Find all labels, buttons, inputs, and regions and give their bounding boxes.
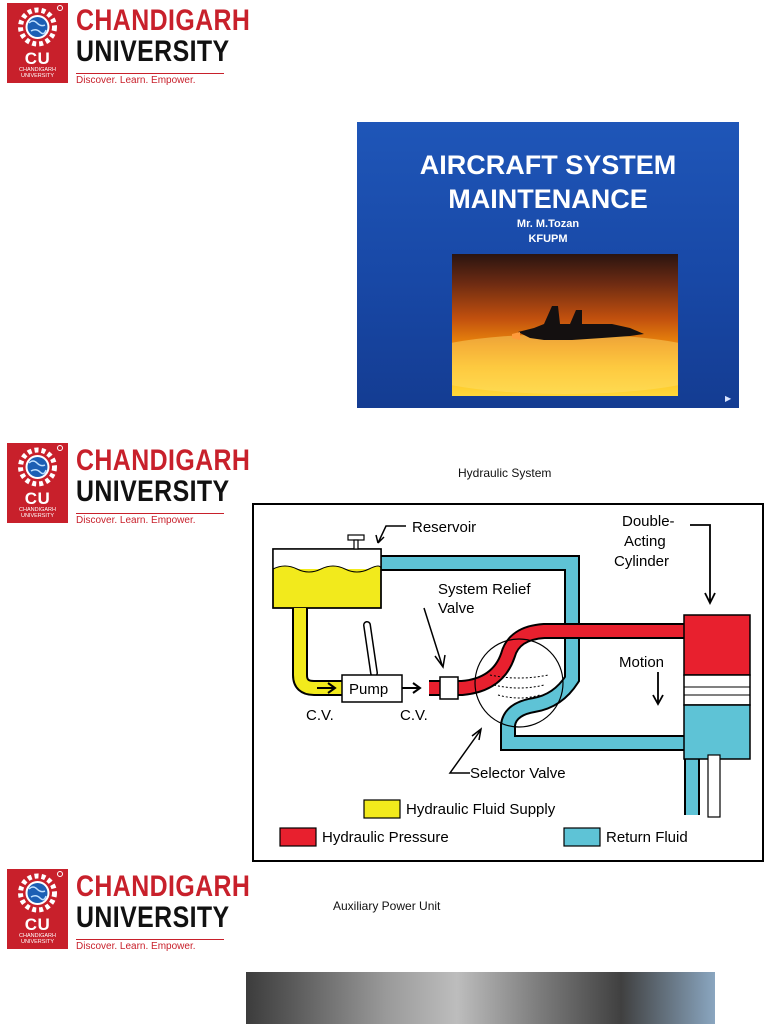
selector-valve-label: Selector Valve (470, 765, 566, 782)
presentation-org: KFUPM (528, 233, 568, 245)
hydraulic-system-diagram: Reservoir Double- Acting Cylinder System… (252, 503, 764, 862)
brand-tagline: Discover. Learn. Empower. (76, 515, 196, 526)
emblem-letters: CU (24, 489, 51, 508)
brand-tagline: Discover. Learn. Empower. (76, 75, 196, 86)
gear-globe-icon (18, 871, 63, 913)
presentation-author: Mr. M.Tozan (516, 218, 580, 230)
brand-divider (76, 939, 224, 940)
cylinder-label-line1: Double- (622, 513, 675, 530)
slide-caption: Auxiliary Power Unit (333, 899, 441, 913)
fighter-jet-icon (452, 306, 678, 394)
brand-name-line1: CHANDIGARH (76, 870, 251, 903)
relief-valve-label-line2: Valve (438, 600, 474, 617)
brand-name-line1: CHANDIGARH (76, 444, 251, 477)
cylinder-label-line3: Cylinder (614, 553, 669, 570)
brand-name-line2: UNIVERSITY (76, 35, 230, 68)
relief-valve-label-line1: System Relief (438, 581, 531, 598)
emblem-letters: CU (24, 915, 51, 934)
presentation-title-line1: AIRCRAFT SYSTEM (419, 150, 677, 180)
jet-sunset-image (452, 254, 678, 396)
brand-tagline: Discover. Learn. Empower. (76, 941, 196, 952)
next-arrow-icon: ▶ (725, 394, 732, 403)
brand-divider (76, 513, 224, 514)
check-valve-left-label: C.V. (306, 707, 334, 724)
gear-globe-icon (18, 445, 63, 487)
brand-name-line1: CHANDIGARH (76, 4, 251, 37)
legend-pressure-label: Hydraulic Pressure (322, 829, 449, 846)
emblem-letters: CU (24, 49, 51, 68)
brand-name-line2: UNIVERSITY (76, 901, 230, 934)
legend-return-label: Return Fluid (606, 829, 688, 846)
gear-globe-icon (18, 5, 63, 47)
cylinder-label-line2: Acting (624, 533, 666, 550)
presentation-title-line2: MAINTENANCE (448, 184, 648, 214)
slide-caption: Hydraulic System (458, 466, 552, 480)
reservoir-label: Reservoir (412, 519, 476, 536)
check-valve-right-label: C.V. (400, 707, 428, 724)
title-slide: AIRCRAFT SYSTEM MAINTENANCE Mr. M.Tozan … (357, 122, 739, 408)
pump-label: Pump (349, 681, 388, 698)
motion-label: Motion (619, 654, 664, 671)
legend-supply-label: Hydraulic Fluid Supply (406, 801, 556, 818)
apu-photo (246, 972, 715, 1024)
brand-divider (76, 73, 224, 74)
brand-name-line2: UNIVERSITY (76, 475, 230, 508)
